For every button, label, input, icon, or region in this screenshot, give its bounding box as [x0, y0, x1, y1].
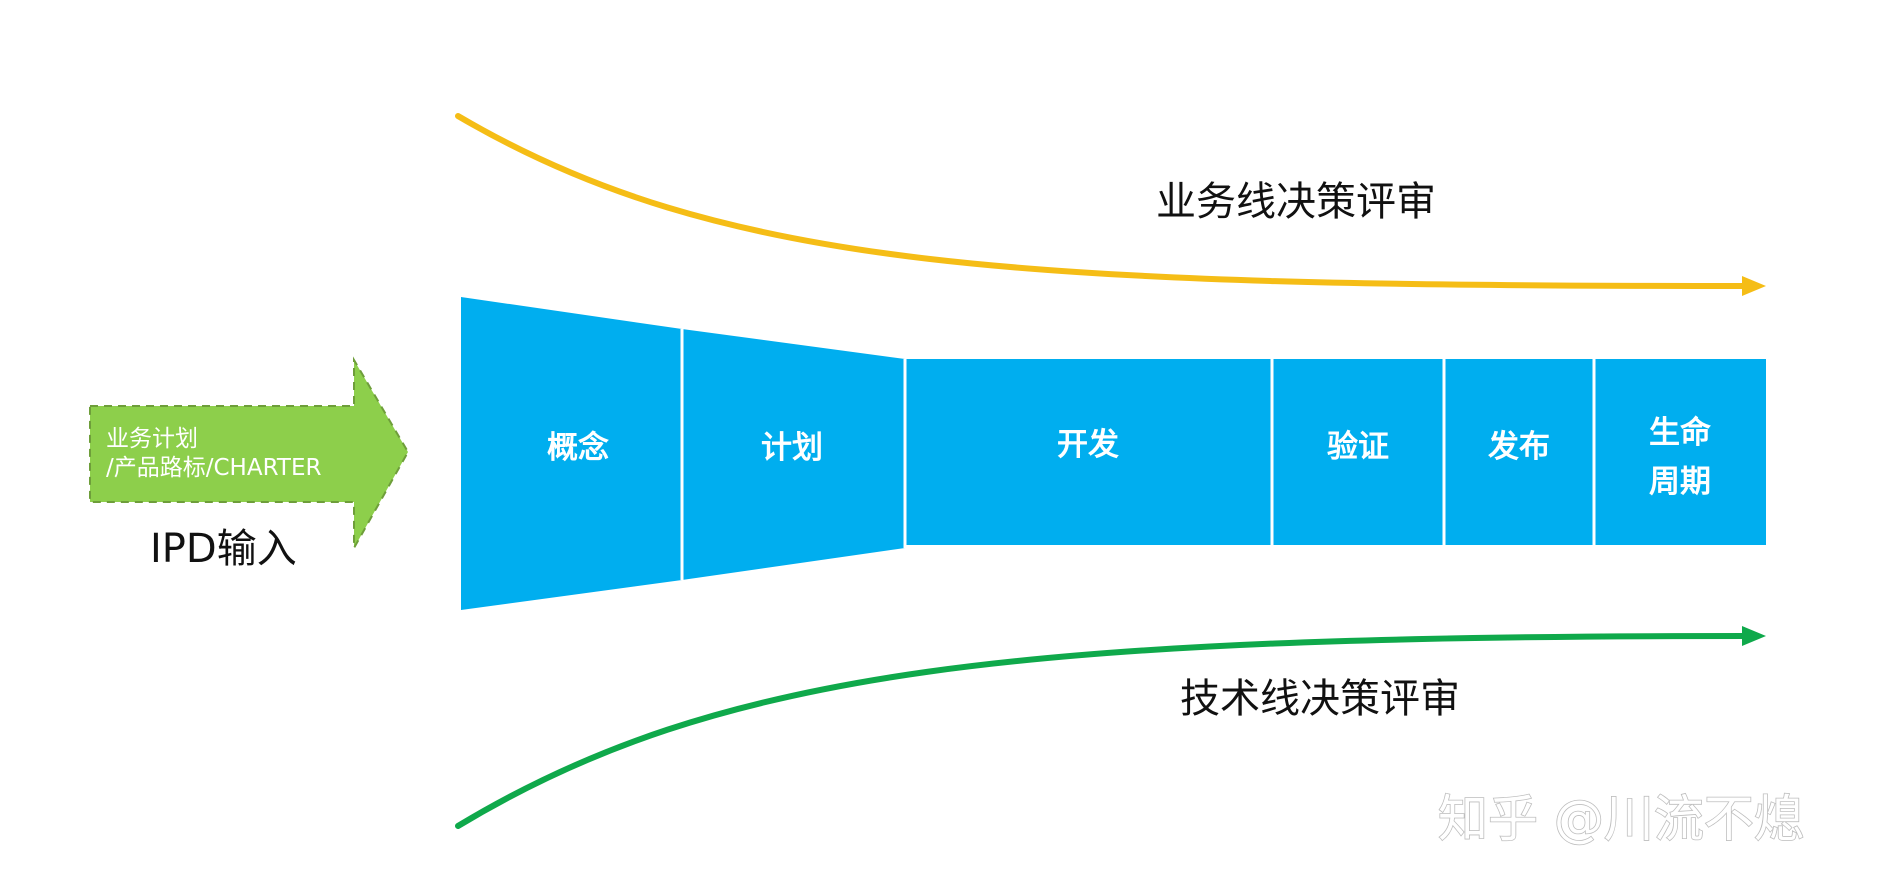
stage-release-label: 发布: [1487, 429, 1550, 465]
stage-develop-block: [905, 359, 1272, 545]
watermark: 知乎 @川流不熄: [1438, 790, 1804, 848]
ipd-input-caption: IPD输入: [150, 526, 297, 572]
business-review-arrowhead: [1742, 276, 1766, 296]
ipd-input-line1: 业务计划: [106, 426, 198, 452]
ipd-input-line2: /产品路标/CHARTER: [106, 455, 321, 481]
stage-lifecycle-label-line1: 生命: [1649, 415, 1712, 451]
technical-review-label: 技术线决策评审: [1180, 676, 1460, 722]
ipd-input-arrow: [89, 356, 410, 552]
stage-release-block: [1444, 359, 1594, 545]
stage-concept-block: [461, 297, 682, 610]
business-review-curve: [455, 113, 1748, 289]
stage-verify-block: [1272, 359, 1444, 545]
technical-review-curve: [455, 633, 1748, 829]
stage-plan-block: [682, 329, 905, 580]
stage-lifecycle-block: [1594, 359, 1766, 545]
stage-plan-label: 计划: [761, 430, 823, 466]
business-review-label: 业务线决策评审: [1156, 179, 1436, 225]
stage-lifecycle-label-line2: 周期: [1649, 464, 1711, 500]
technical-review-arrowhead: [1742, 626, 1766, 646]
stage-concept-label: 概念: [547, 430, 609, 466]
stage-develop-label: 开发: [1057, 427, 1119, 463]
stage-verify-label: 验证: [1327, 429, 1389, 465]
